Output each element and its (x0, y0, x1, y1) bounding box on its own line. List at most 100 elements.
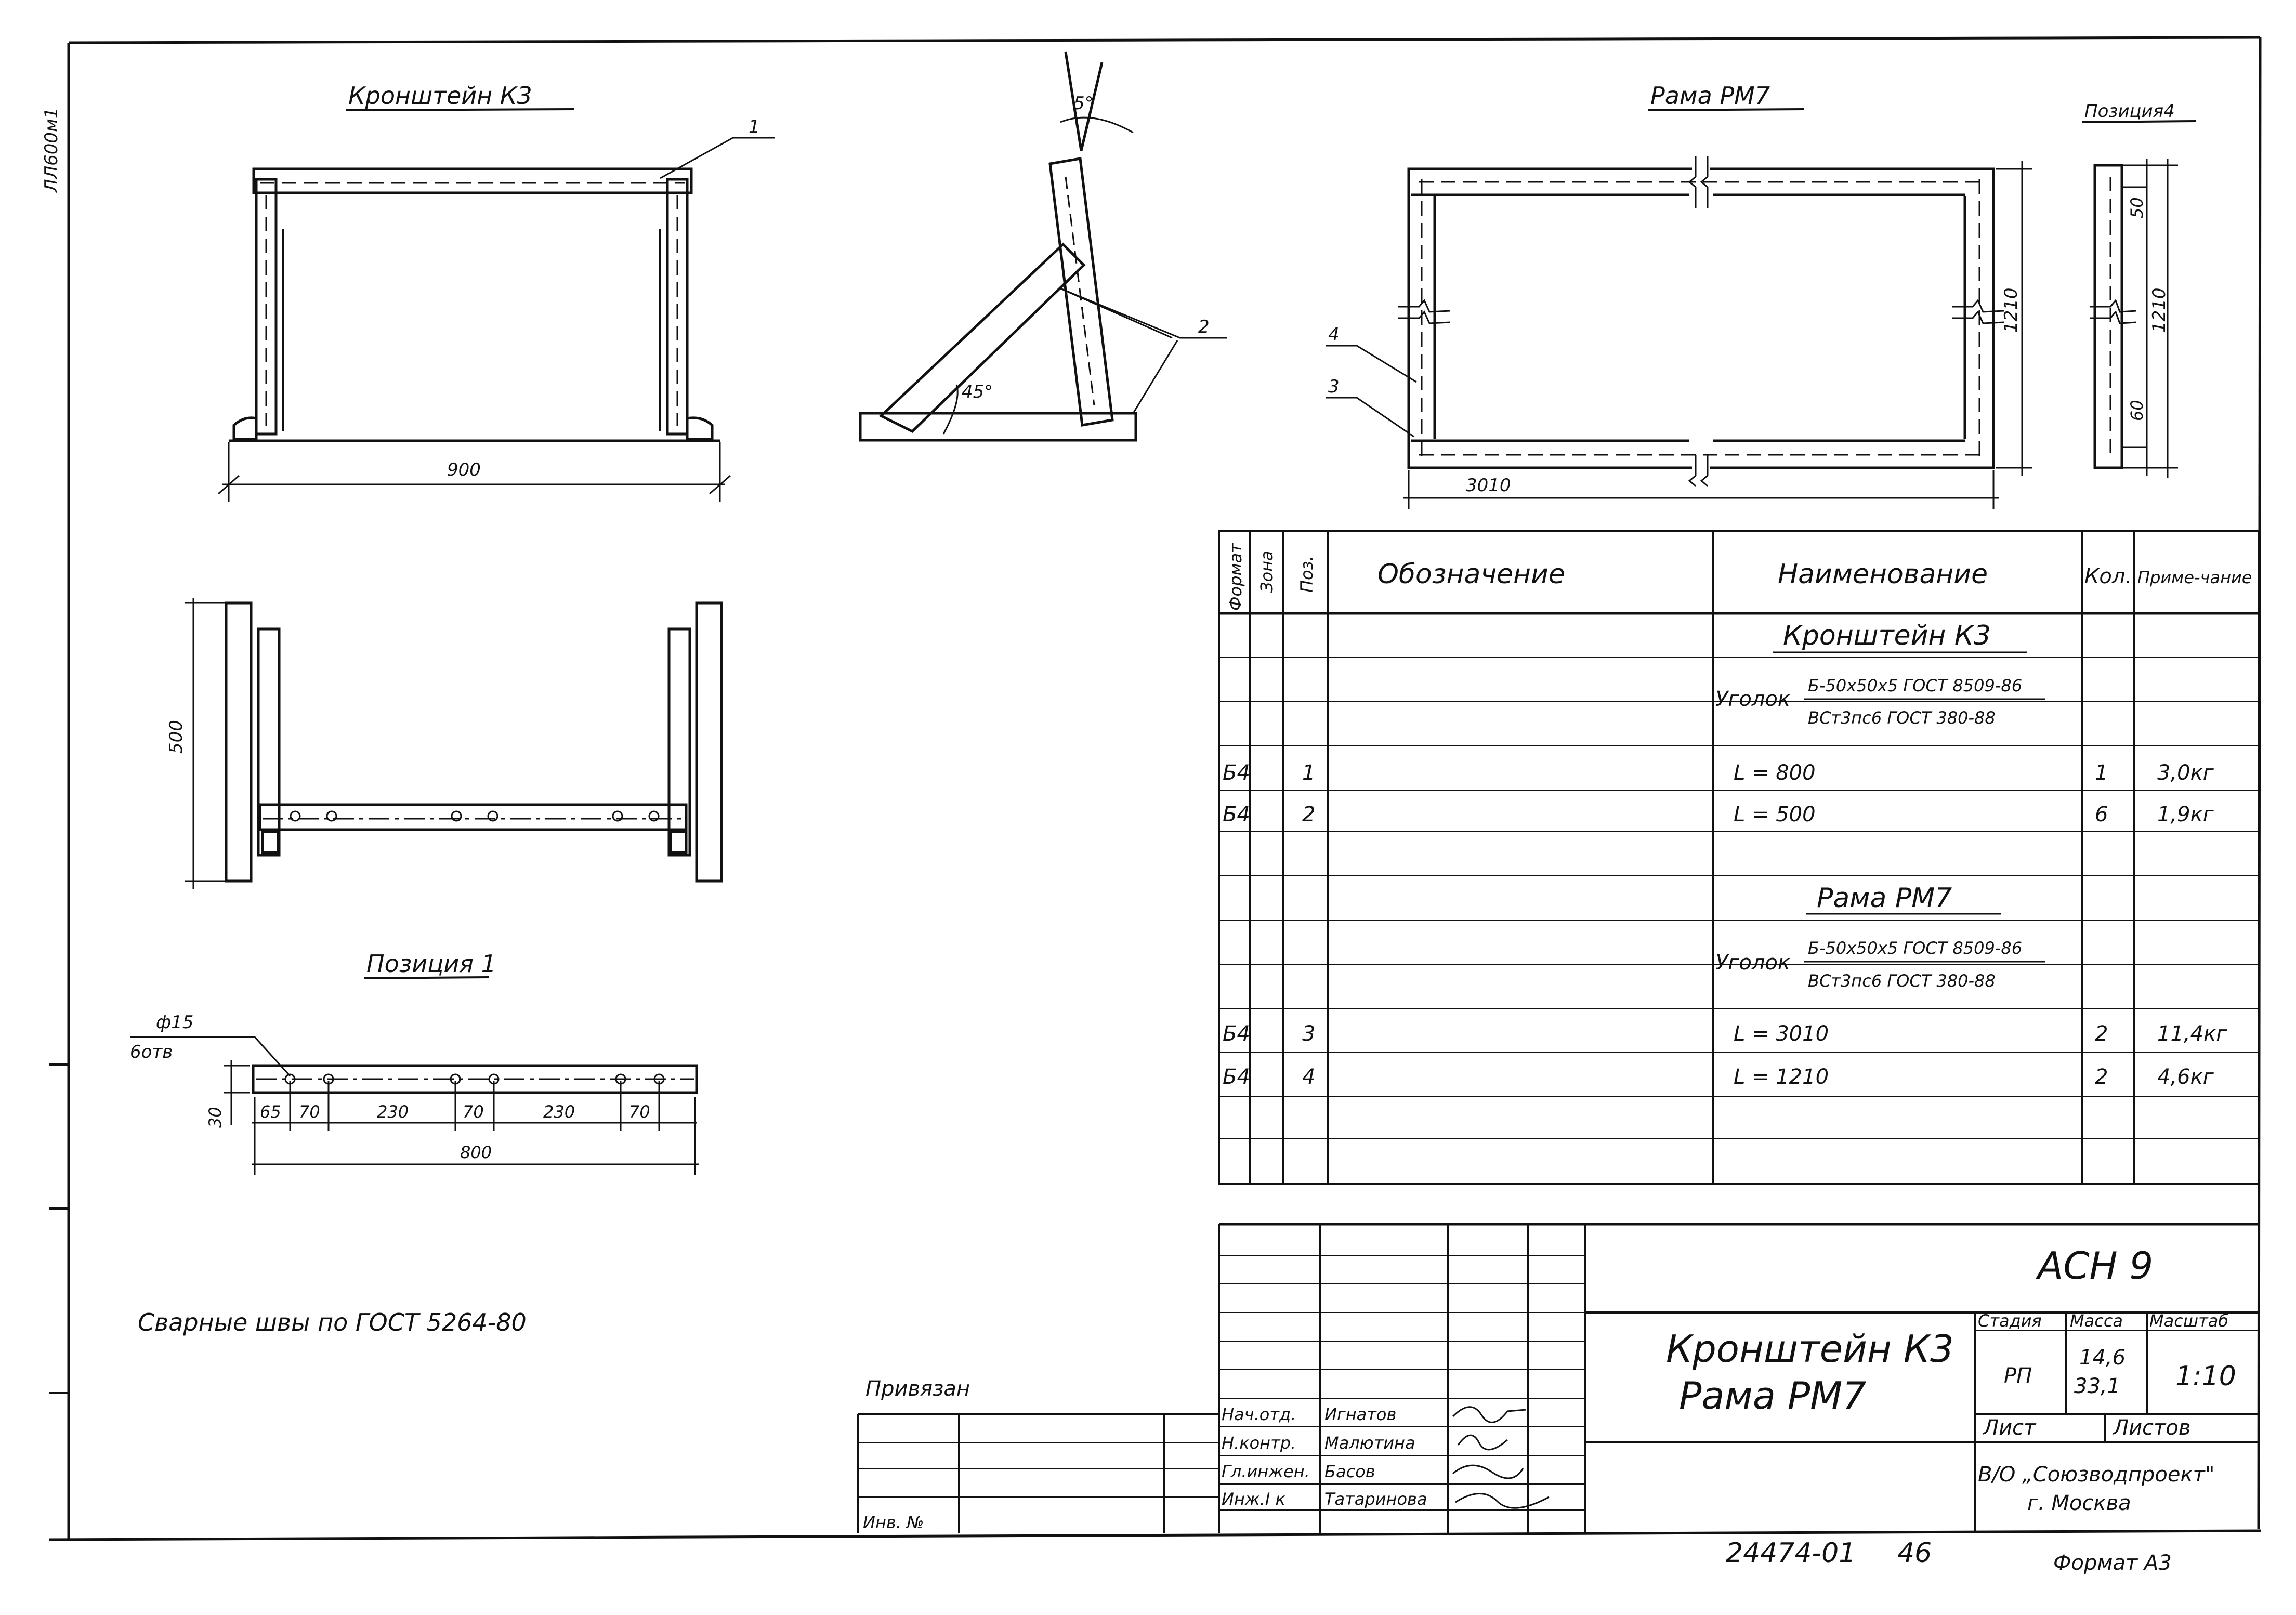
tb-name-4: Татаринова (1324, 1489, 1427, 1509)
tb-stage-label: Стадия (1978, 1311, 2042, 1331)
spec-row2-name: L = 500 (1734, 803, 1816, 826)
frame-title-underline (1647, 108, 1804, 111)
callout-4: 4 (1328, 324, 1340, 345)
tb-role-4: Инж.I к (1222, 1489, 1285, 1509)
bracket-front-holes (290, 810, 660, 822)
bracket-top-view (229, 167, 720, 442)
angle-bottom-label: 45° (962, 382, 993, 402)
tb-mass-2: 33,1 (2074, 1374, 2120, 1398)
tb-inv: Инв. № (863, 1513, 924, 1532)
spec-g1-material-bottom: ВСт3пс6 ГОСТ 380-88 (1808, 708, 1996, 728)
spec-g1-material-label: Уголок (1715, 687, 1790, 711)
bracket-height-value: 500 (166, 720, 187, 754)
frame-title: Рама РМ7 (1650, 82, 1770, 110)
spec-row1-format: Б4 (1223, 761, 1250, 785)
frame-length-value: 3010 (1466, 475, 1511, 496)
tb-code: АСН 9 (2036, 1244, 2153, 1288)
spec-header-name: Наименование (1778, 559, 1988, 590)
footer-page: 46 (1897, 1538, 1932, 1569)
tb-scale-label: Масштаб (2149, 1311, 2228, 1331)
pos1-title-underline (363, 976, 489, 979)
tb-sheets-label: Листов (2112, 1416, 2190, 1440)
bracket-front-view (225, 601, 723, 883)
hole-count: 6отв (130, 1042, 173, 1062)
tb-org-2: г. Москва (2027, 1491, 2131, 1515)
spec-row2-format: Б4 (1223, 803, 1250, 826)
footer-format: Формат А3 (2053, 1551, 2172, 1575)
tb-role-3: Гл.инжен. (1222, 1462, 1310, 1481)
pos4-dimensions (2123, 159, 2178, 478)
bracket-title-underline (345, 108, 575, 111)
spec-header-zone: Зона (1257, 550, 1277, 593)
spec-row3-qty: 2 (2095, 1022, 2108, 1046)
bracket-width-value: 900 (447, 459, 481, 480)
bracket-width-dimension (218, 442, 731, 502)
bracket-height-dimension (185, 598, 229, 889)
frame-height-value: 1210 (2001, 287, 2022, 333)
callout-3-4-leaders (1326, 345, 1417, 438)
pos1-seg-3: 230 (377, 1102, 409, 1122)
tb-name-3: Басов (1324, 1462, 1375, 1481)
pos1-seg-1: 65 (260, 1102, 281, 1122)
spec-g2-material-bottom: ВСт3пс6 ГОСТ 380-88 (1808, 971, 1996, 991)
tb-org-1: В/О „Союзводпроект" (1978, 1463, 2214, 1487)
pos4-bottom-value: 60 (2127, 400, 2147, 421)
callout-2: 2 (1198, 317, 1210, 337)
spec-row4-pos: 4 (1302, 1065, 1315, 1089)
spec-header-qty: Кол. (2084, 564, 2132, 588)
spec-header-note: Приме-чание (2137, 568, 2252, 587)
tb-sheet-label: Лист (1982, 1416, 2037, 1440)
pos1-dimensions (130, 1036, 699, 1175)
tb-mass-label: Масса (2070, 1311, 2123, 1331)
spec-row4-note: 4,6кг (2157, 1065, 2214, 1089)
tb-linked: Привязан (865, 1377, 970, 1401)
angle-top-label: 5° (1073, 93, 1094, 114)
spec-row1-pos: 1 (1302, 761, 1315, 785)
tb-scale: 1:10 (2175, 1361, 2236, 1392)
hole-diameter: ф15 (156, 1012, 193, 1033)
frame-dimensions (1403, 161, 2032, 509)
tb-signatures (1452, 1406, 1550, 1509)
spec-table-grid (1218, 530, 2260, 1185)
footer-doc-number: 24474-01 (1726, 1538, 1856, 1569)
pos1-length: 800 (460, 1143, 492, 1162)
spec-row2-note: 1,9кг (2157, 803, 2214, 826)
pos1-height-value: 30 (205, 1107, 225, 1128)
spec-group1-title: Кронштейн К3 (1783, 620, 1991, 651)
spec-header-pos: Поз. (1297, 556, 1317, 593)
callout-1: 1 (749, 116, 760, 137)
spec-row4-format: Б4 (1223, 1065, 1250, 1089)
side-code: ЛЛ600м1 (41, 108, 62, 193)
spec-row1-note: 3,0кг (2157, 761, 2214, 785)
bracket-side-view (859, 51, 1137, 442)
spec-row1-name: L = 800 (1734, 761, 1816, 785)
pos1-seg-2: 70 (299, 1102, 320, 1122)
pos4-height-value: 1210 (2149, 287, 2170, 333)
tb-name-2: Малютина (1324, 1433, 1415, 1453)
spec-row4-qty: 2 (2095, 1065, 2108, 1089)
spec-g1-material-top: Б-50х50х5 ГОСТ 8509-86 (1808, 676, 2022, 695)
weld-note: Сварные швы по ГОСТ 5264-80 (138, 1308, 527, 1336)
tb-title-1: Кронштейн К3 (1666, 1327, 1954, 1371)
spec-header-format: Формат (1226, 543, 1245, 611)
spec-g2-material-label: Уголок (1715, 951, 1790, 975)
title-block-grid (857, 1223, 2259, 1533)
spec-header-designation: Обозначение (1377, 559, 1565, 590)
spec-row3-name: L = 3010 (1734, 1022, 1829, 1046)
callout-3: 3 (1328, 376, 1340, 397)
tb-mass-1: 14,6 (2079, 1346, 2126, 1370)
pos4-title: Позиция4 (2084, 101, 2175, 122)
spec-row3-note: 11,4кг (2157, 1022, 2227, 1046)
tb-title-2: Рама РМ7 (1679, 1374, 1866, 1417)
pos1-seg-5: 230 (543, 1102, 575, 1122)
spec-group2-title: Рама РМ7 (1817, 883, 1952, 914)
spec-row4-name: L = 1210 (1734, 1065, 1829, 1089)
pos1-seg-6: 70 (629, 1102, 650, 1122)
pos4-title-underline (2081, 120, 2197, 123)
callout-2-leader (1060, 287, 1227, 414)
tb-role-2: Н.контр. (1222, 1433, 1296, 1453)
tb-stage: РП (2004, 1364, 2032, 1388)
spec-row3-pos: 3 (1302, 1022, 1315, 1046)
spec-row2-pos: 2 (1302, 803, 1315, 826)
